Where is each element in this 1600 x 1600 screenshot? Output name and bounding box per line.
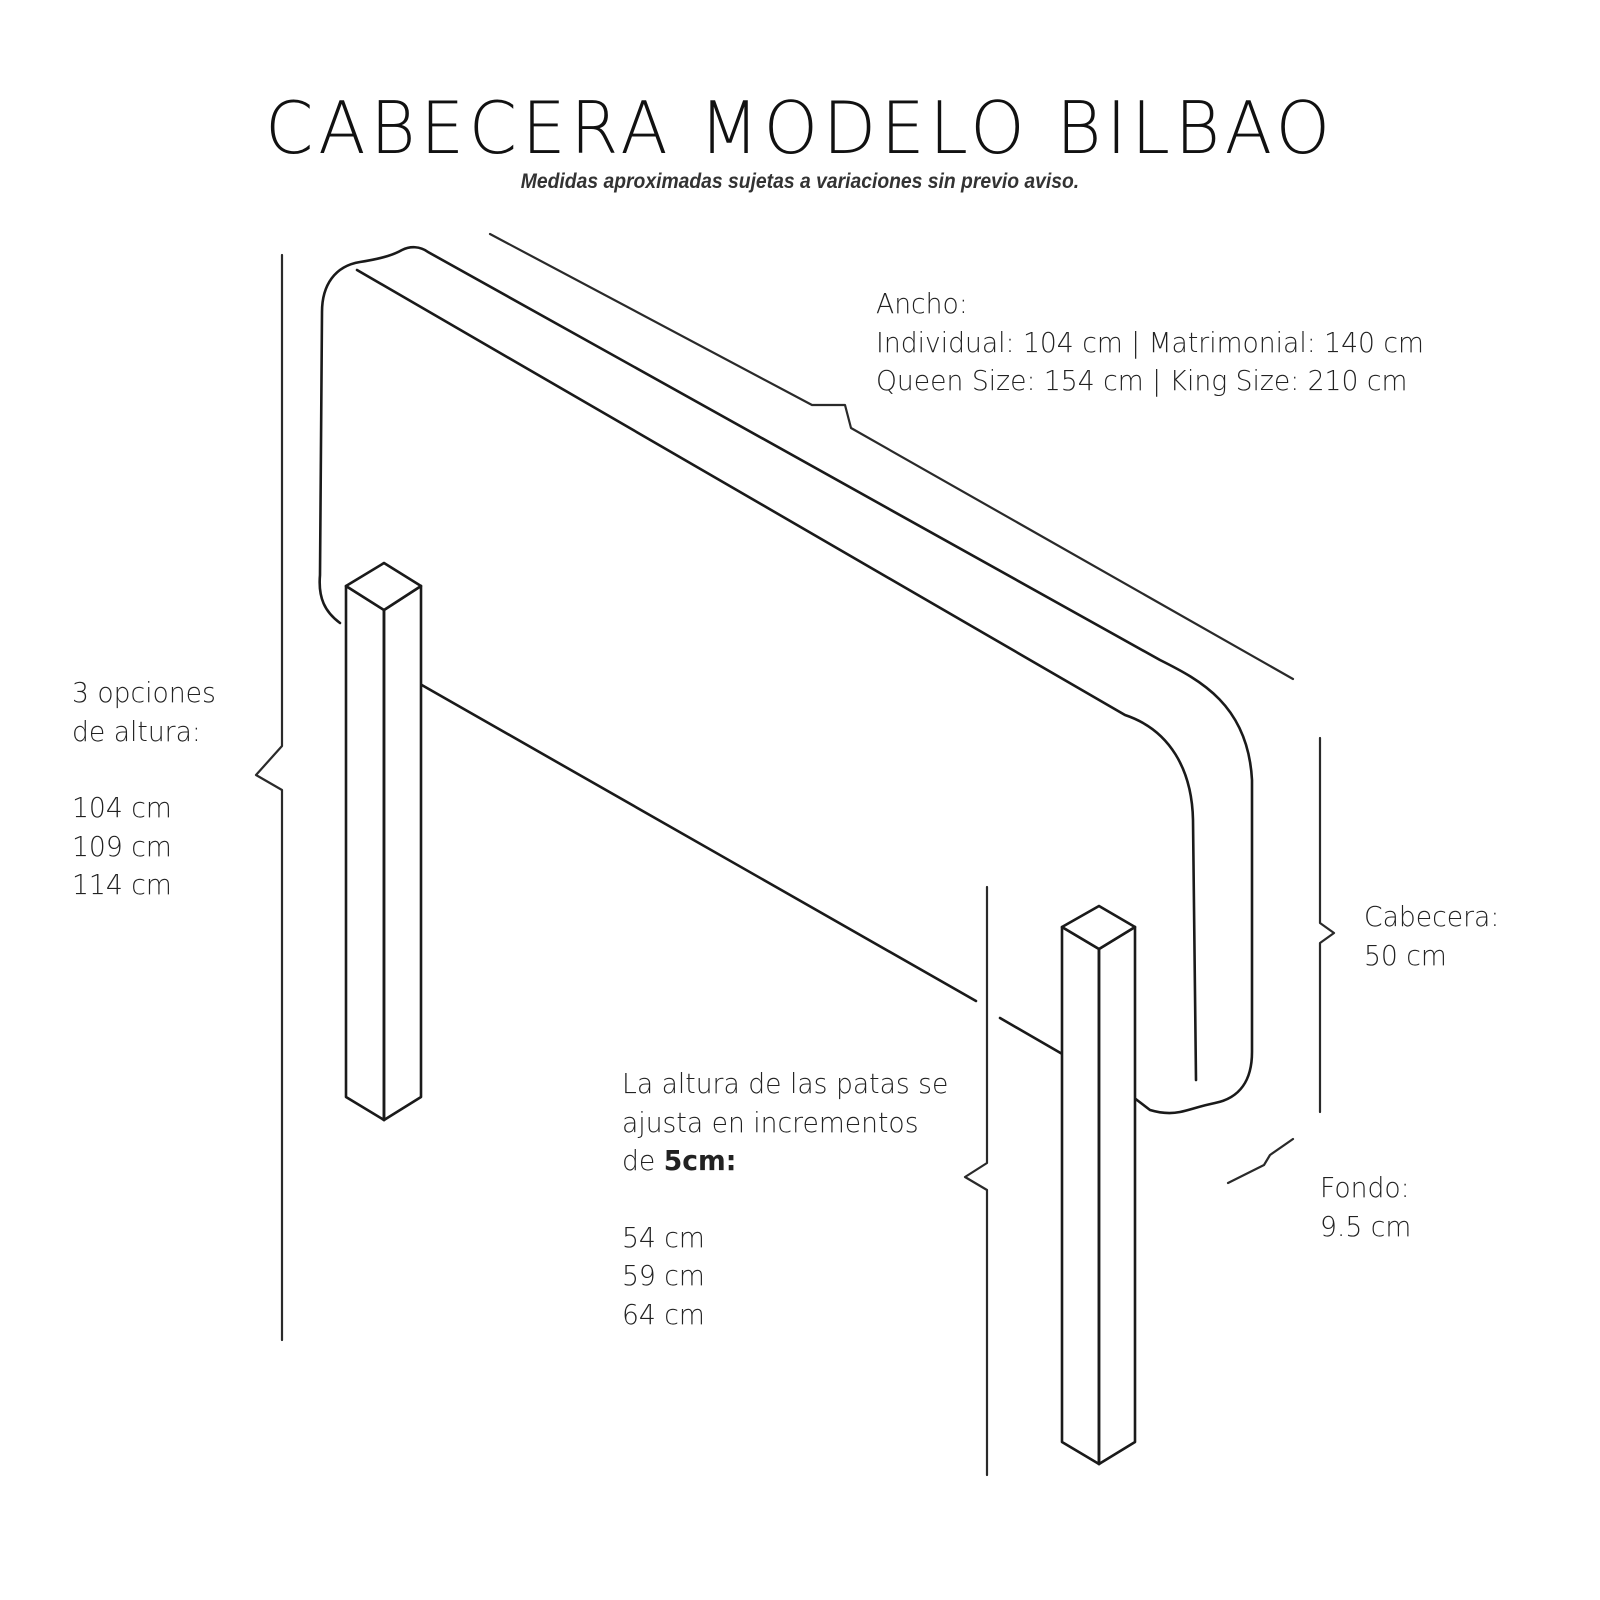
page-title: CABECERA MODELO BILBAO	[265, 86, 1335, 170]
leg-height-value: 64 cm	[622, 1297, 705, 1331]
headboard-height-label: Cabecera: 50 cm	[1364, 898, 1499, 975]
legs-line-2: ajusta en incrementos	[622, 1105, 919, 1139]
legs-increment: 5cm:	[663, 1144, 737, 1177]
depth-heading: Fondo:	[1320, 1171, 1410, 1204]
total-height-value: 114 cm	[72, 868, 172, 901]
total-height-heading-1: 3 opciones	[72, 676, 216, 709]
legs-line-3-prefix: de	[622, 1144, 664, 1177]
width-label: Ancho: Individual: 104 cm | Matrimonial:…	[876, 285, 1424, 401]
depth-dimension-line	[1226, 1137, 1295, 1185]
legs-line-3: de 5cm:	[622, 1142, 948, 1181]
leg-height-value: 59 cm	[622, 1259, 705, 1292]
right-leg	[1060, 904, 1137, 1466]
headboard-bottom-edge-left	[418, 682, 978, 1003]
total-height-dimension-line	[254, 253, 284, 1342]
total-height-label: 3 opciones de altura: 104 cm 109 cm 114 …	[72, 674, 216, 905]
headboard-front-top-edge	[355, 268, 1198, 1082]
depth-label: Fondo: 9.5 cm	[1320, 1169, 1411, 1246]
width-line-1: Individual: 104 cm | Matrimonial: 140 cm	[876, 325, 1424, 359]
leg-height-value: 54 cm	[622, 1220, 705, 1254]
total-height-value: 104 cm	[72, 791, 172, 824]
width-dimension-line	[488, 232, 1295, 681]
depth-value: 9.5 cm	[1320, 1209, 1412, 1243]
leg-height-label: La altura de las patas se ajusta en incr…	[622, 1065, 948, 1334]
left-leg	[344, 561, 423, 1122]
headboard-outline	[318, 245, 1254, 1115]
disclaimer-subtitle: Medidas aproximadas sujetas a variacione…	[520, 170, 1080, 193]
headboard-bottom-edge-right	[998, 1016, 1066, 1057]
legs-line-1: La altura de las patas se	[622, 1067, 949, 1100]
leg-height-dimension-line	[963, 885, 989, 1477]
headboard-value: 50 cm	[1364, 938, 1447, 972]
headboard-heading: Cabecera:	[1364, 900, 1500, 933]
total-height-heading-2: de altura:	[72, 714, 201, 748]
width-line-2: Queen Size: 154 cm | King Size: 210 cm	[876, 364, 1408, 397]
width-heading: Ancho:	[876, 287, 968, 320]
headboard-height-dimension-line	[1318, 736, 1336, 1114]
total-height-value: 109 cm	[72, 829, 172, 863]
